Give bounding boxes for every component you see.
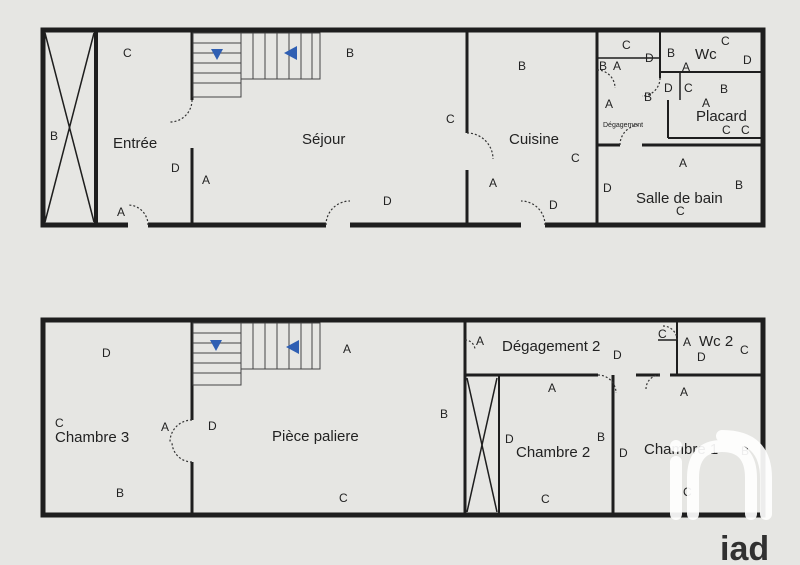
floor-2: Chambre 3 Pièce paliere Dégagement 2 Wc … (40, 317, 766, 518)
wall-mark: A (476, 334, 484, 348)
wall-mark: D (743, 53, 752, 67)
floor-1-outline (40, 27, 766, 228)
wall-mark: A (682, 60, 690, 74)
wall-mark: B (720, 82, 728, 96)
wall-mark: A (548, 381, 556, 395)
room-label-degagement-2: Dégagement 2 (502, 338, 600, 355)
room-label-sejour: Séjour (302, 131, 345, 148)
wall-mark: A (679, 156, 687, 170)
wall-mark: C (541, 492, 550, 506)
wall-mark: D (697, 350, 706, 364)
wall-mark: D (613, 348, 622, 362)
wall-mark: C (741, 123, 750, 137)
wall-mark: B (440, 407, 448, 421)
wall-mark: B (518, 59, 526, 73)
wall-mark: C (339, 491, 348, 505)
stair-arrow-down (211, 49, 223, 60)
wall-mark: B (346, 46, 354, 60)
staircase-1 (192, 32, 321, 98)
wall-mark: C (571, 151, 580, 165)
stair-arrow-left (286, 340, 299, 354)
wall-mark: C (55, 416, 64, 430)
stair-arrow-down (210, 340, 222, 351)
room-label-wc: Wc (695, 46, 717, 63)
wall-mark: C (622, 38, 631, 52)
room-label-piece-paliere: Pièce paliere (272, 428, 359, 445)
wall-mark: C (740, 343, 749, 357)
wall-mark: C (684, 81, 693, 95)
wall-mark: B (735, 178, 743, 192)
wall-mark: A (343, 342, 351, 356)
wall-mark: C (123, 46, 132, 60)
wall-mark: A (613, 59, 621, 73)
wall-mark: A (702, 96, 710, 110)
wall-mark: B (597, 430, 605, 444)
room-label-chambre-3: Chambre 3 (55, 429, 129, 446)
wall-mark: D (549, 198, 558, 212)
wall-mark: A (605, 97, 613, 111)
wall-mark: A (202, 173, 210, 187)
wall-mark: D (505, 432, 514, 446)
wall-mark: C (676, 204, 685, 218)
wall-mark: D (383, 194, 392, 208)
floor-1: Entrée Séjour Cuisine Wc Placard Dégagem… (40, 27, 766, 229)
room-label-chambre-2: Chambre 2 (516, 444, 590, 461)
room-label-placard: Placard (696, 108, 747, 125)
wall-mark: B (116, 486, 124, 500)
wall-mark: A (680, 385, 688, 399)
iad-logo-watermark: iad (670, 430, 772, 565)
room-label-salle-de-bain: Salle de bain (636, 190, 723, 207)
wall-mark: B (50, 129, 58, 143)
room-label-cuisine: Cuisine (509, 131, 559, 148)
wall-mark: D (645, 51, 654, 65)
wall-mark: D (102, 346, 111, 360)
room-label-wc-2: Wc 2 (699, 333, 733, 350)
stair-arrow-left (284, 46, 297, 60)
wall-mark: C (721, 34, 730, 48)
logo-text: iad (720, 530, 769, 565)
wall-mark: A (161, 420, 169, 434)
wall-mark: B (599, 59, 607, 73)
staircase-2 (192, 322, 321, 386)
room-label-entree: Entrée (113, 135, 157, 152)
wall-mark: A (683, 335, 691, 349)
wall-mark: D (603, 181, 612, 195)
wall-mark: C (446, 112, 455, 126)
wall-mark: D (171, 161, 180, 175)
room-label-degagement: Dégagement (603, 122, 643, 129)
wall-mark: A (489, 176, 497, 190)
wall-mark: A (117, 205, 125, 219)
wall-mark: D (619, 446, 628, 460)
wall-mark: C (658, 327, 667, 341)
wall-mark: D (664, 81, 673, 95)
floor-2-outline (40, 317, 766, 518)
wall-mark: C (722, 123, 731, 137)
wall-mark: D (208, 419, 217, 433)
wall-mark: B (667, 46, 675, 60)
wall-mark: B (644, 90, 652, 104)
